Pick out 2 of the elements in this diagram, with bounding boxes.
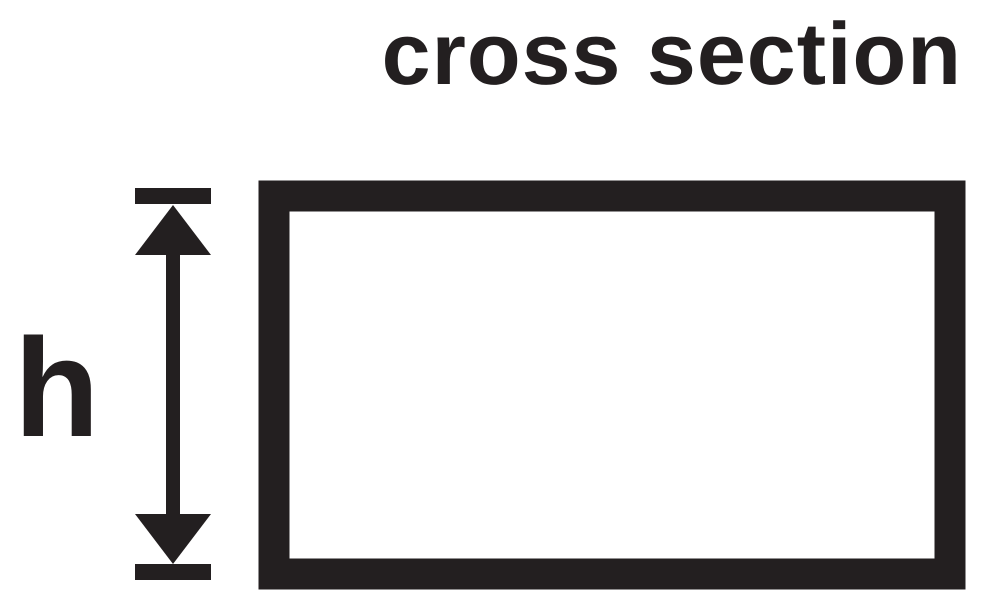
dimension-label: h — [14, 318, 100, 458]
title: cross section — [382, 10, 962, 98]
